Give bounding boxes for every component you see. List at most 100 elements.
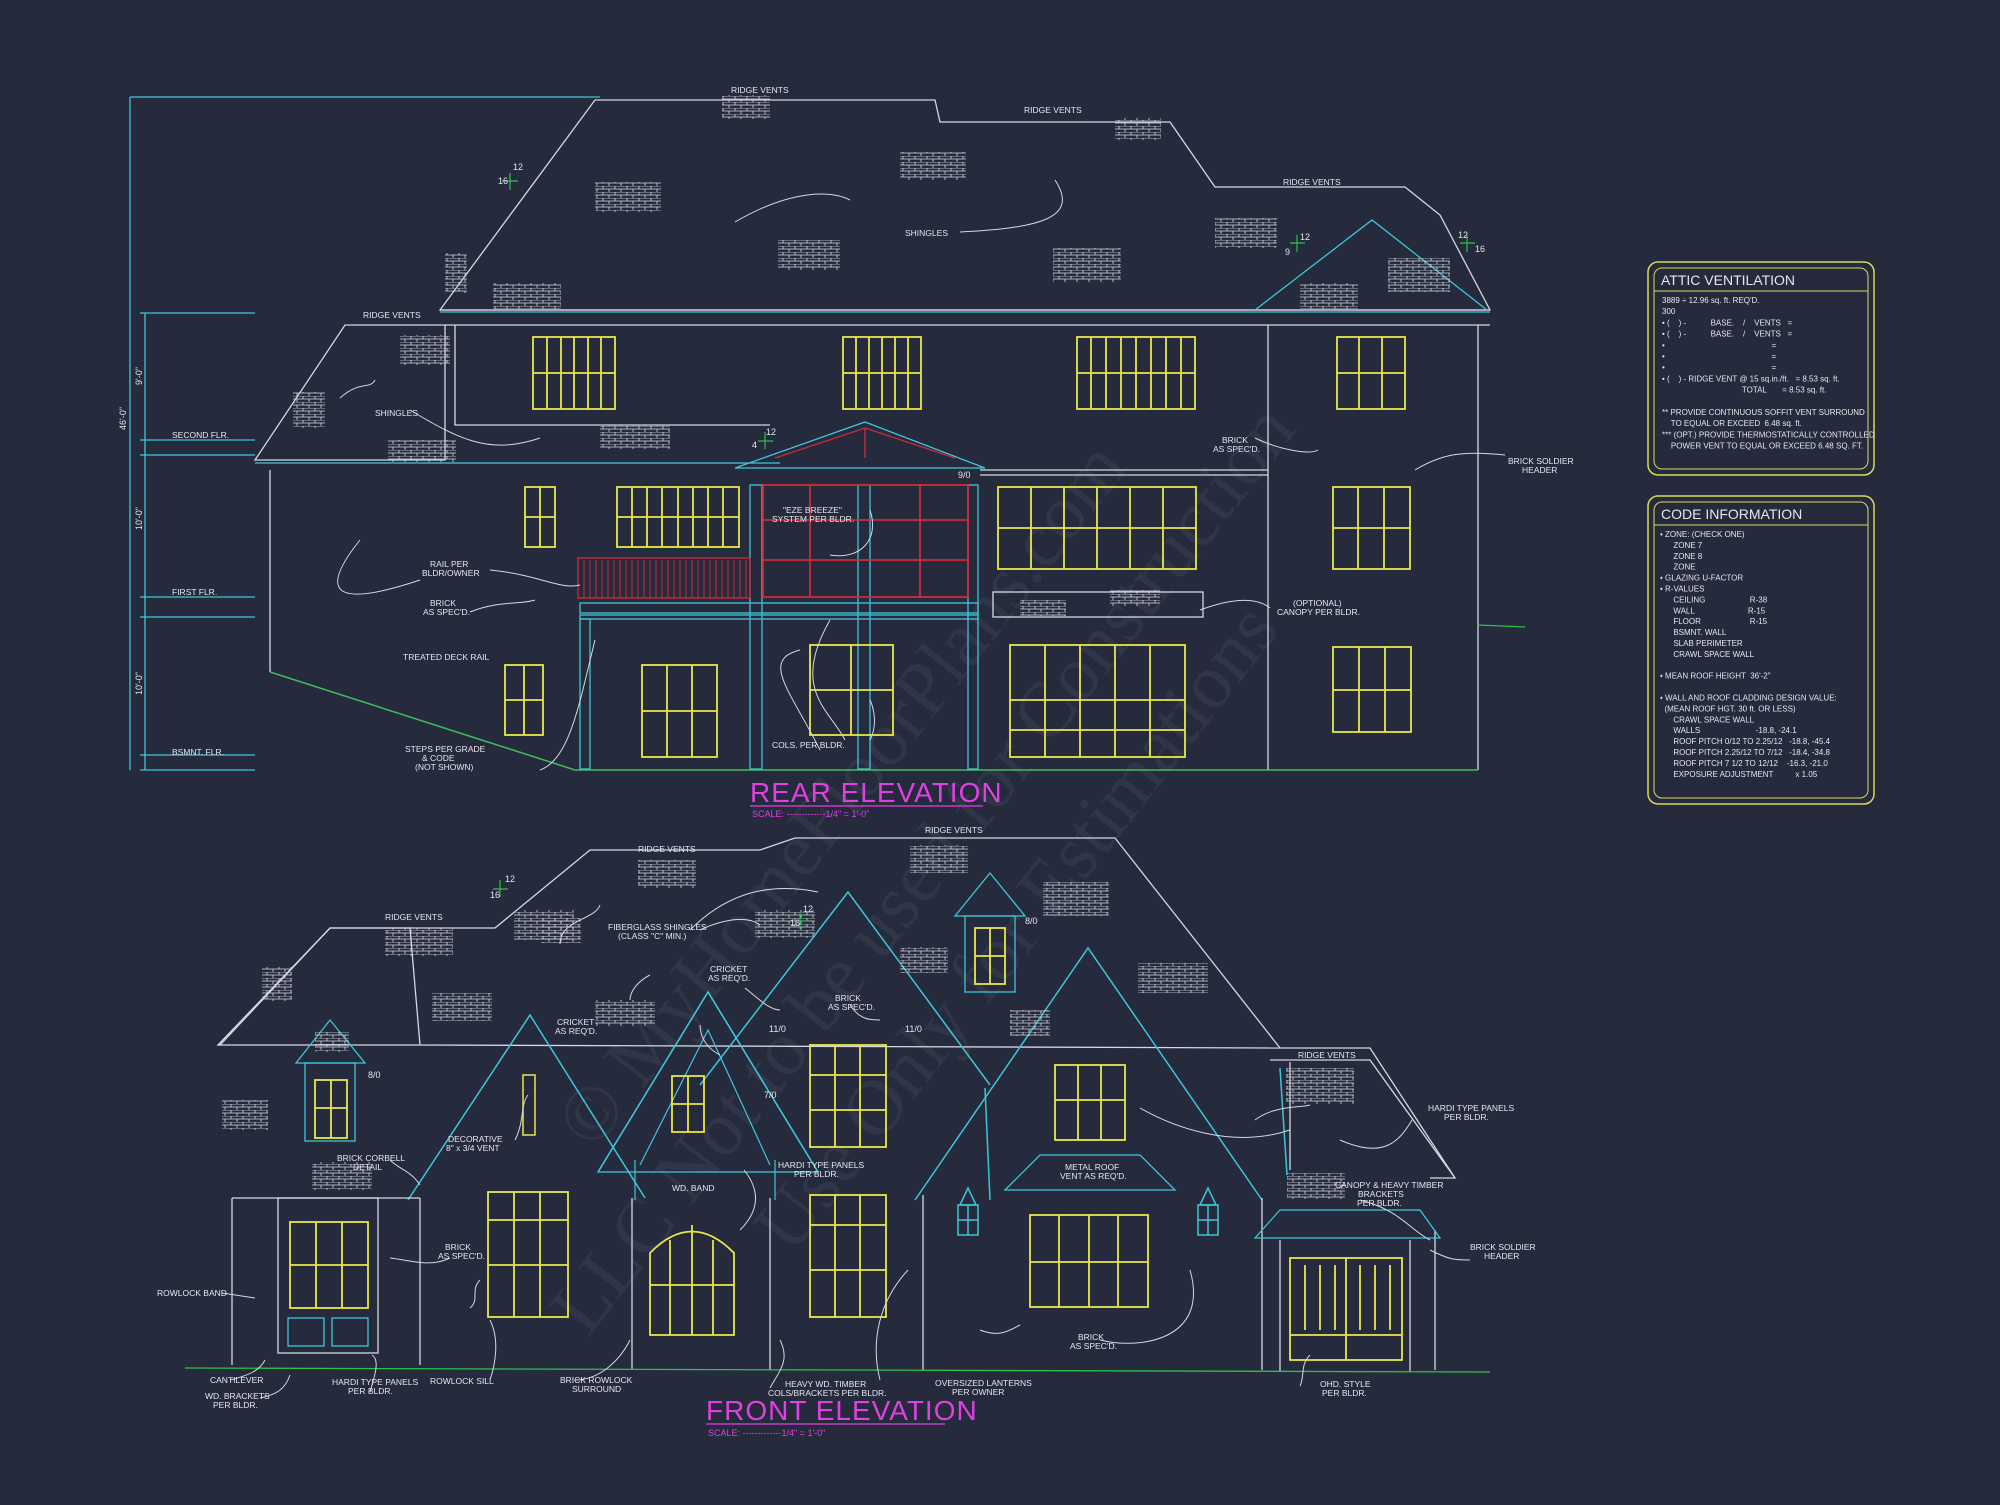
rear-dim-low: 10'-0" (134, 672, 144, 695)
front-label-fiberglass: FIBERGLASS SHINGLES (608, 922, 707, 932)
level-first-floor: FIRST FLR. (172, 587, 217, 597)
rear-dim-upper: 9'-0" (134, 367, 144, 385)
front-dormer-top (953, 871, 1027, 993)
front-label-brick-3: BRICK (1078, 1332, 1104, 1342)
rear-elevation: 46'-0" 9'-0" 10'-0" 10'-0" SECOND FLR. F… (118, 85, 1574, 819)
code-information-panel: CODE INFORMATION • ZONE: (CHECK ONE) ZON… (1647, 495, 1875, 805)
code-information-title: CODE INFORMATION (1661, 506, 1802, 522)
rear-label-rail-b: BLDR/OWNER (422, 568, 480, 578)
front-window-center-lower (809, 1194, 887, 1318)
front-leaders (221, 888, 1471, 1399)
attic-ventilation-line: • ( ) - BASE. / VENTS = (1662, 330, 1792, 339)
rear-pitch-h: 4 (752, 440, 757, 450)
front-label-wd-band: WD. BAND (672, 1183, 715, 1193)
rear-window-upper-1 (532, 336, 616, 410)
front-label-brick-3b: AS SPEC'D. (1070, 1341, 1117, 1351)
front-label-hardi-3: HARDI TYPE PANELS (332, 1377, 418, 1387)
code-information-line: CRAWL SPACE WALL (1660, 650, 1755, 659)
front-label-soldier: BRICK SOLDIER (1470, 1242, 1536, 1252)
code-information-line: WALLS -18.8, -24.1 (1660, 726, 1797, 735)
attic-ventilation-line: • ( ) - BASE. / VENTS = (1662, 318, 1792, 327)
code-information-line: • ZONE: (CHECK ONE) (1660, 530, 1745, 539)
front-label-brick-1b: AS SPEC'D. (828, 1002, 875, 1012)
rear-dim-total: 46'-0" (118, 407, 128, 430)
front-label-hardi-1b: PER BLDR. (794, 1169, 839, 1179)
rear-deck-rail (577, 557, 751, 599)
front-label-heavy: HEAVY WD. TIMBER (785, 1379, 866, 1389)
front-label-heavy-b: COLS/BRACKETS PER BLDR. (768, 1388, 887, 1398)
code-information-line: • R-VALUES (1660, 585, 1704, 594)
front-window-left-tall (487, 1191, 569, 1318)
front-decorative-vent (522, 1074, 536, 1136)
rear-window-lower-2 (641, 664, 718, 758)
front-label-corbell-b: DETAIL (353, 1162, 382, 1172)
front-label-cricket-2: CRICKET (557, 1017, 594, 1027)
code-information-line: ROOF PITCH 0/12 TO 2.25/12 -18.8, -45.4 (1660, 737, 1831, 746)
front-label-hardi-3b: PER BLDR. (348, 1386, 393, 1396)
front-label-deco: DECORATIVE (448, 1134, 503, 1144)
rear-label-rail: RAIL PER (430, 559, 468, 569)
rear-deck-beam-lower (579, 614, 979, 620)
front-label-canopy-c: PER BLDR. (1357, 1198, 1402, 1208)
rear-label-brick-2: BRICK (430, 598, 456, 608)
front-label-metal-roof: METAL ROOF (1065, 1162, 1119, 1172)
front-label-hardi-2b: PER BLDR. (1444, 1112, 1489, 1122)
rear-window-second-4 (1332, 486, 1411, 570)
attic-ventilation-line: POWER VENT TO EQUAL OR EXCEED 6.48 SQ. F… (1662, 442, 1863, 451)
code-information-line: WALL R-15 (1660, 606, 1766, 615)
rear-label-ridge-vents-1: RIDGE VENTS (731, 85, 789, 95)
rear-label-steps: STEPS PER GRADE (405, 744, 486, 754)
front-window-bay (289, 1221, 369, 1309)
attic-ventilation-line: 300 (1662, 307, 1676, 316)
front-pitch-c: 12 (803, 904, 813, 914)
front-left-bay (277, 1197, 379, 1354)
front-label-canopy: CANOPY & HEAVY TIMBER (1335, 1180, 1444, 1190)
code-information-lines: • ZONE: (CHECK ONE) ZONE 7 ZONE 8 ZONE• … (1660, 530, 1837, 779)
rear-upper-wall (454, 325, 1479, 770)
attic-ventilation-line: • ( ) - RIDGE VENT @ 15 sq.in./ft. = 8.5… (1662, 374, 1840, 383)
attic-ventilation-title: ATTIC VENTILATION (1661, 272, 1795, 288)
front-label-wd-brackets: WD. BRACKETS (205, 1391, 270, 1401)
rear-roof-hatches (293, 95, 1450, 616)
front-label-rowlock-sill: ROWLOCK SILL (430, 1376, 494, 1386)
front-label-metal-roof-b: VENT AS REQ'D. (1060, 1171, 1127, 1181)
rear-screen-porch (762, 484, 969, 598)
rear-pitch-e: 12 (1458, 230, 1468, 240)
front-label-ridge-vents-4: RIDGE VENTS (1298, 1050, 1356, 1060)
code-information-line: • GLAZING U-FACTOR (1660, 574, 1743, 583)
front-label-cricket-2b: AS REQ'D. (555, 1026, 597, 1036)
front-label-soldier-b: HEADER (1484, 1251, 1519, 1261)
front-label-lanterns: OVERSIZED LANTERNS (935, 1378, 1032, 1388)
code-information-line: SLAB PERIMETER (1660, 639, 1743, 648)
front-pitch-b: 16 (490, 890, 500, 900)
front-label-brick-2b: AS SPEC'D. (438, 1251, 485, 1261)
attic-ventilation-line: TO EQUAL OR EXCEED 6.48 sq. ft. (1662, 419, 1802, 428)
front-elevation-scale: SCALE: -------------1/4" = 1'-0" (708, 1428, 825, 1438)
rear-right-gable (1254, 219, 1488, 311)
front-roof-hatches (222, 845, 1354, 1199)
front-windows (289, 927, 1403, 1361)
level-second-floor: SECOND FLR. (172, 430, 229, 440)
front-header-c: 11/0 (769, 1024, 786, 1034)
rear-label-canopy-b: CANOPY PER BLDR. (1277, 607, 1360, 617)
code-information-line: • WALL AND ROOF CLADDING DESIGN VALUE: (1660, 694, 1837, 703)
front-label-cricket-1: CRICKET (710, 964, 747, 974)
rear-label-ridge-vents-3: RIDGE VENTS (1283, 177, 1341, 187)
front-label-fiberglass-b: (CLASS "C" MIN.) (618, 931, 687, 941)
code-information-line: (MEAN ROOF HGT. 30 ft. OR LESS) (1660, 704, 1796, 713)
code-information-line: ZONE 8 (1660, 552, 1703, 561)
attic-ventilation-line: • = (1662, 352, 1776, 361)
rear-window-upper-4 (1336, 336, 1406, 410)
code-information-line: ZONE 7 (1660, 541, 1703, 550)
rear-header-height: 9/0 (958, 470, 971, 480)
rear-window-lower-3 (809, 644, 894, 736)
rear-label-brick-1: BRICK (1222, 435, 1248, 445)
rear-dim-mid: 10'-0" (134, 507, 144, 530)
attic-ventilation-lines: 3889 ÷ 12.96 sq. ft. REQ'D.300• ( ) - BA… (1662, 296, 1875, 451)
rear-window-lower-4 (1009, 644, 1186, 758)
front-right-roof (1270, 1059, 1457, 1179)
rear-window-second-1 (524, 486, 556, 548)
front-label-canopy-b: BRACKETS (1358, 1189, 1404, 1199)
front-metal-roof-vent (1003, 1154, 1177, 1191)
